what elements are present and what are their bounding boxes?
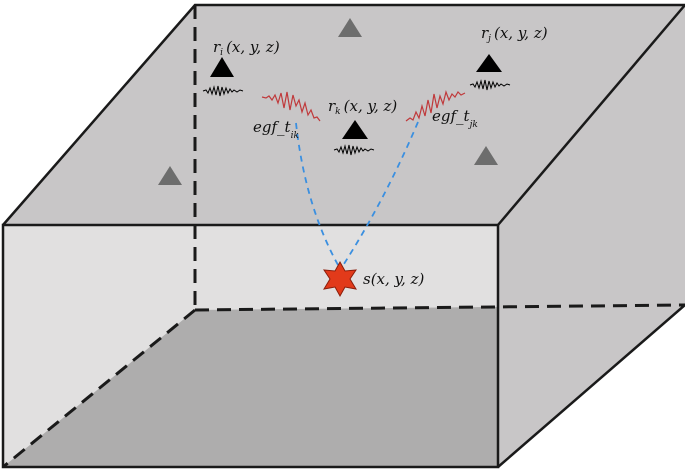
receiver-inactive-icon [474,146,498,165]
receiver-rj-icon [476,54,502,72]
receiver-rk-label: rk(x, y, z) [328,97,397,117]
receiver-ri-label: ri(x, y, z) [213,38,280,58]
source-label: s(x, y, z) [363,270,424,288]
egf-ik-label: egf_tik [253,118,299,141]
egf-jk-label: egf_tjk [432,107,478,130]
source-star-icon [323,260,357,298]
visible-edges [1,3,685,469]
egf-waveform-jk [405,89,466,122]
egf-waveform-ik [261,91,321,122]
seismogram-rk [333,144,375,156]
right-face [498,5,685,467]
receiver-inactive-icon [158,166,182,185]
top-face [3,5,685,225]
seismogram-rj [469,79,511,91]
ray-paths [295,121,419,268]
hidden-edges [2,5,685,469]
receiver-rj-label: rj(x, y, z) [481,24,548,44]
front-face [3,225,498,467]
seismogram-ri [202,85,244,97]
receiver-inactive-icon [338,18,362,37]
receiver-ri-icon [210,57,234,77]
receiver-rk-icon [342,120,368,139]
